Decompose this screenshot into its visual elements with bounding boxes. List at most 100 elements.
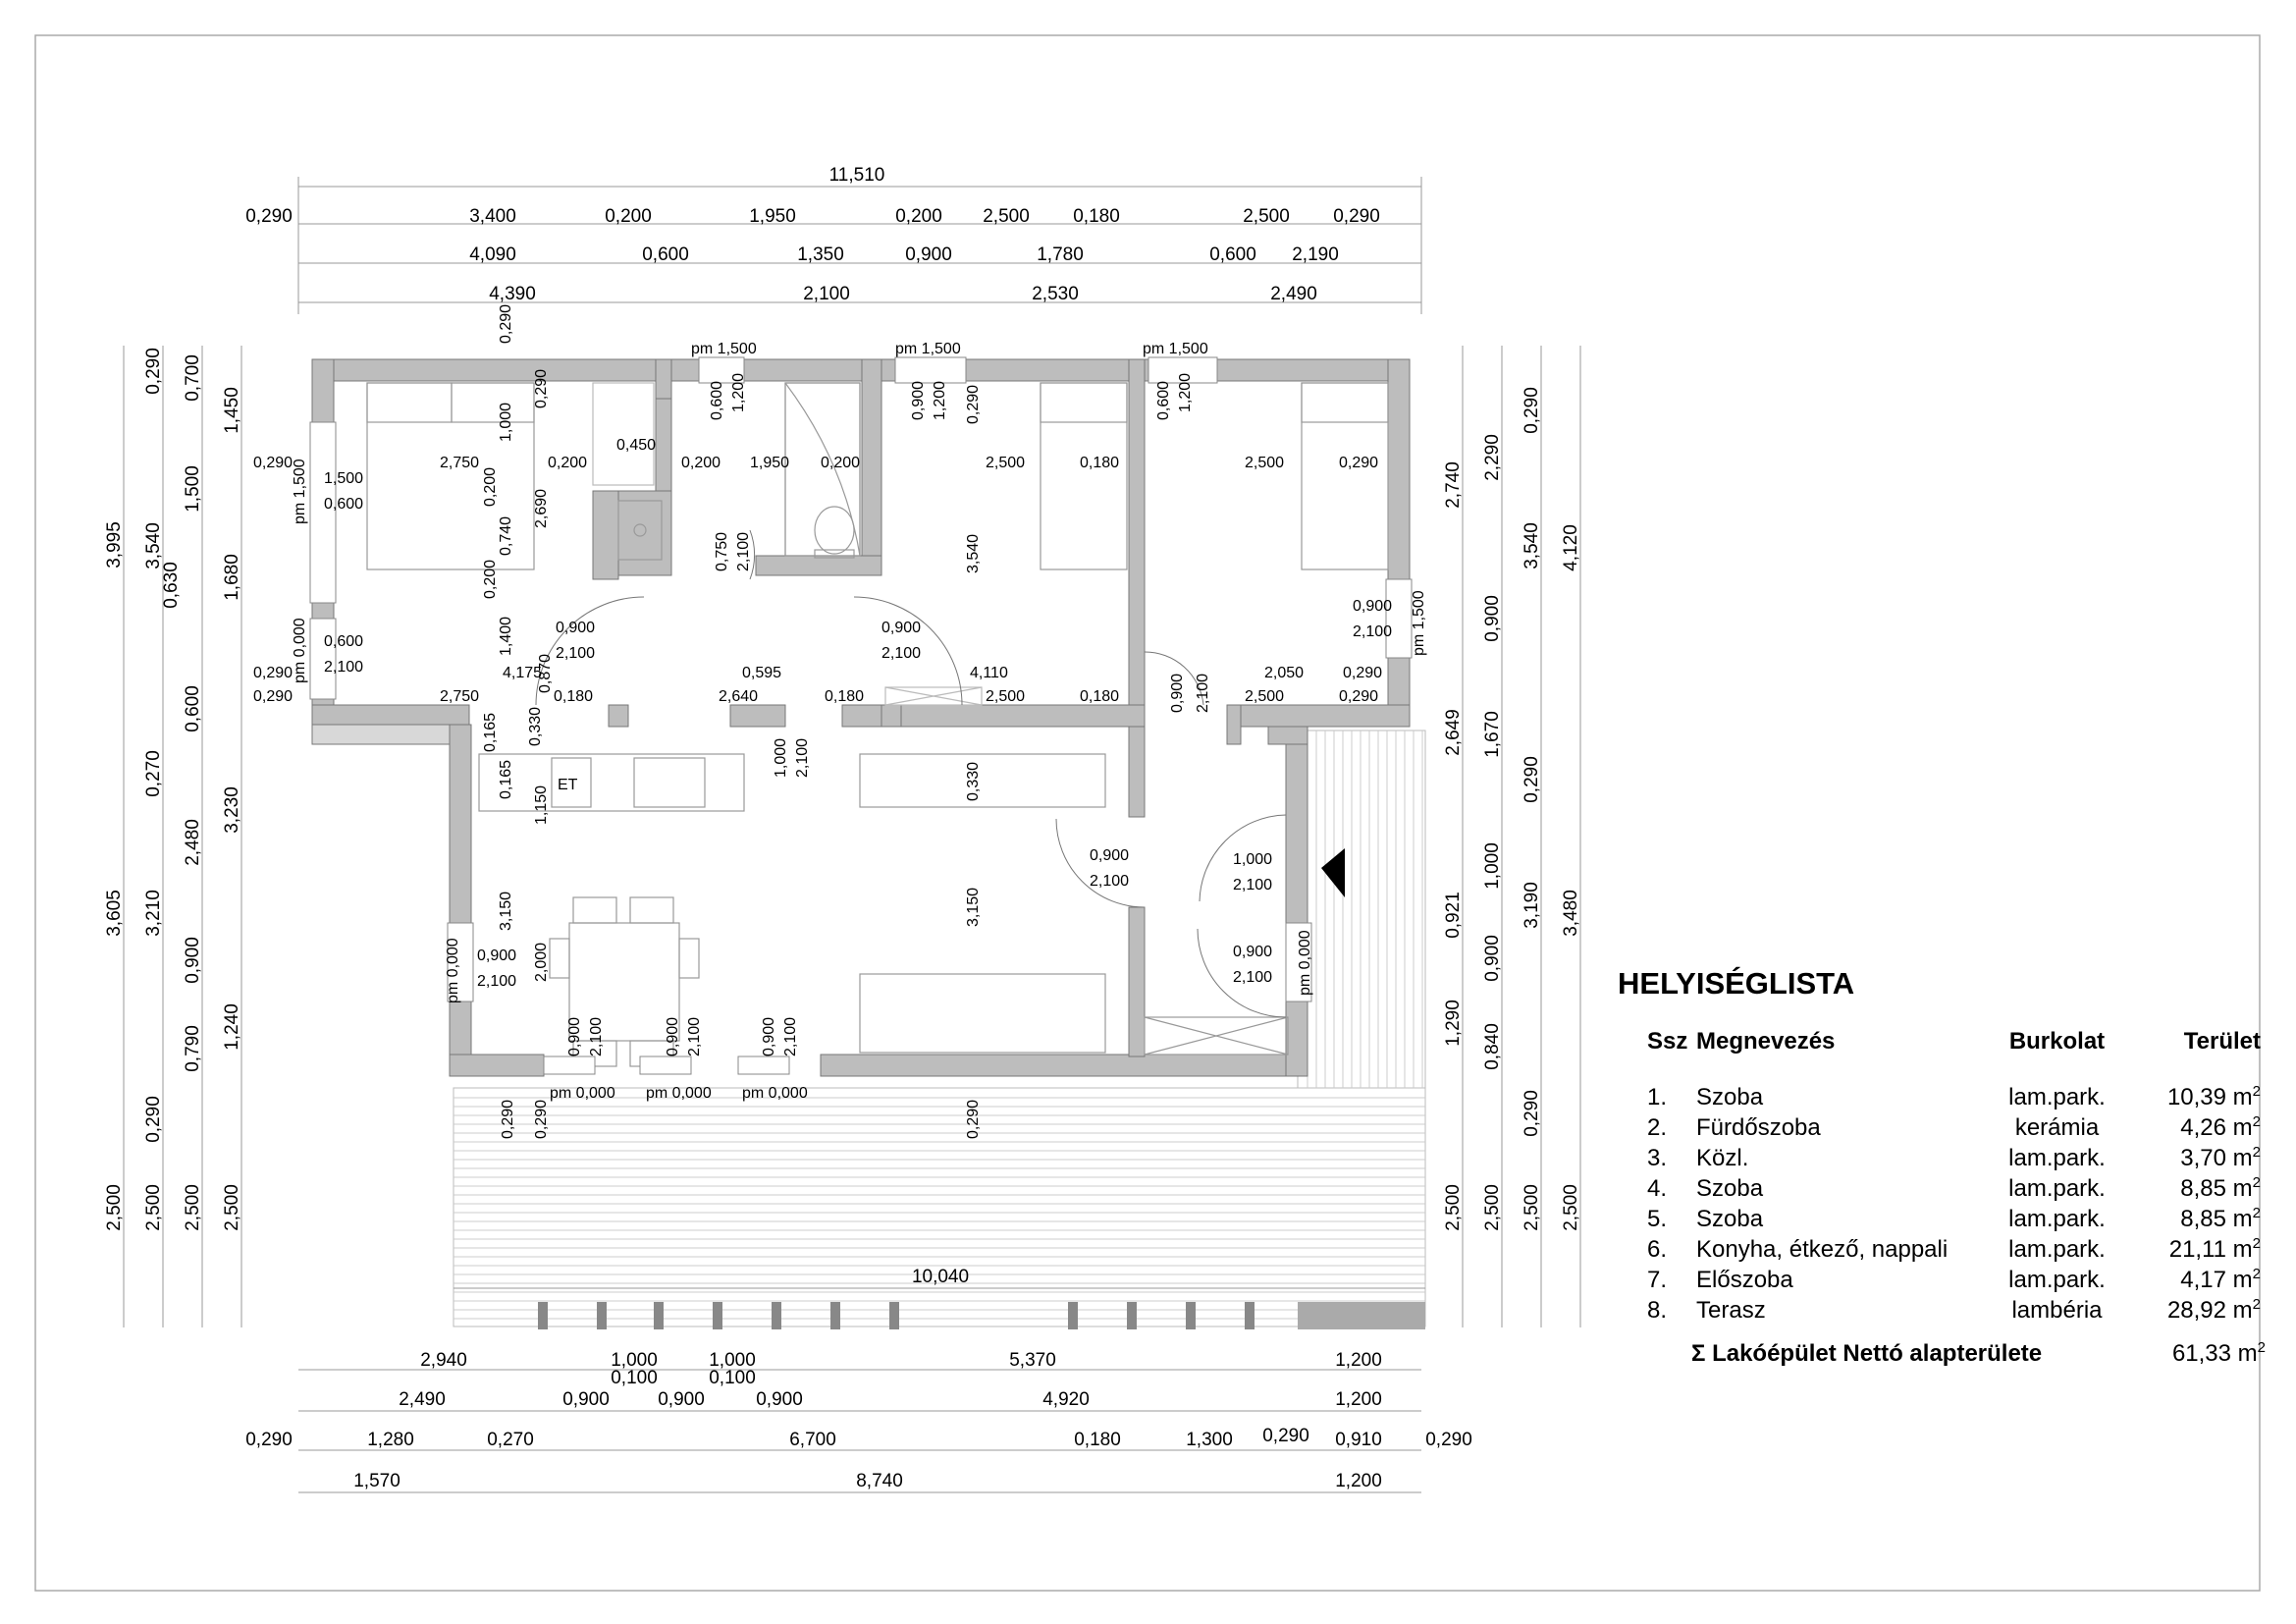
dim-top-r2: 0,600	[1209, 244, 1256, 265]
door-width: 0,900	[1233, 944, 1272, 960]
dim-right-c1: 2,649	[1443, 709, 1464, 756]
door-height: 2,100	[881, 645, 921, 662]
dim-bottom-r4: 1,570	[353, 1471, 400, 1491]
room-floor: lambéria	[2011, 1296, 2103, 1324]
room-no: 6.	[1647, 1235, 1668, 1263]
door-height: 2,100	[1195, 674, 1211, 713]
dim-left-c2: 0,270	[143, 750, 164, 797]
dim-left-c4: 2,500	[222, 1184, 242, 1231]
inner-dim: 0,290	[1339, 688, 1378, 705]
room-floor: lam.park.	[2008, 1266, 2106, 1293]
room-area: 8,85 m2	[2180, 1205, 2261, 1232]
inner-dim: 1,000	[498, 403, 514, 442]
dim-top-r1: 0,200	[895, 206, 942, 227]
dim-overall-width: 11,510	[829, 165, 885, 186]
dim-top-r1: 0,290	[245, 206, 293, 227]
bed	[1301, 382, 1389, 570]
dim-right-c2: 1,670	[1482, 711, 1503, 758]
dim-left-c2: 0,290	[143, 1096, 164, 1143]
door-height: 2,100	[1233, 969, 1272, 986]
dim-top-r1: 2,500	[1243, 206, 1290, 227]
dim-right-c4: 2,500	[1561, 1184, 1581, 1231]
door-height: 2,100	[1090, 873, 1129, 890]
inner-dim: 0,290	[533, 1100, 550, 1139]
dim-left-c4: 3,230	[222, 786, 242, 834]
door-width: 0,900	[556, 620, 595, 636]
dim-right-c4: 4,120	[1561, 524, 1581, 571]
pm-label: pm 1,500	[292, 459, 308, 524]
dim-bottom-r3: 0,290	[1425, 1430, 1472, 1450]
inner-dim: 0,290	[500, 1100, 516, 1139]
dim-bottom-r1: 1,200	[1335, 1350, 1382, 1371]
right-dimensions: 2,740 2,649 0,921 1,290 2,500 2,290 0,90…	[1443, 387, 1581, 1231]
inner-dim: 0,330	[527, 707, 544, 746]
dim-left-c2: 0,290	[143, 348, 164, 395]
dim-bottom-r3: 0,910	[1335, 1430, 1382, 1450]
dim-right-c3: 3,190	[1522, 882, 1542, 929]
dim-left-c3: 0,900	[183, 937, 203, 984]
inner-dim: 2,100	[735, 532, 752, 571]
room-area: 3,70 m2	[2180, 1144, 2261, 1171]
room-list-title: HELYISÉGLISTA	[1618, 966, 1855, 1001]
dim-bottom-r1: 1,000	[709, 1350, 756, 1371]
dim-left-c4: 1,450	[222, 387, 242, 434]
dim-left-c3: 0,630	[161, 562, 182, 609]
dim-bottom-r3: 0,290	[1262, 1426, 1309, 1446]
door-width: 0,900	[566, 1017, 583, 1056]
inner-dim: 0,290	[498, 304, 514, 344]
inner-dim: 0,290	[1343, 665, 1382, 681]
room-area: 4,17 m2	[2180, 1266, 2261, 1293]
inner-dim: 1,000	[773, 738, 789, 778]
dim-left-c1: 2,500	[104, 1184, 125, 1231]
dim-right-c1: 1,290	[1443, 1000, 1464, 1047]
pm-label: pm 1,500	[1411, 590, 1427, 656]
door-width: 0,900	[665, 1017, 681, 1056]
room-floor: lam.park.	[2008, 1174, 2106, 1202]
dim-right-c3: 3,540	[1522, 522, 1542, 569]
pm-label: pm 0,000	[742, 1085, 808, 1102]
door-swings	[535, 529, 1287, 1018]
inner-dim: 0,290	[965, 1100, 982, 1139]
header-floor: Burkolat	[2008, 1028, 2106, 1055]
room-list-header: Ssz Megnevezés Burkolat Terület	[1618, 1025, 2266, 1058]
inner-dim: 0,290	[253, 688, 293, 705]
inner-dim: 0,600	[324, 496, 363, 513]
room-floor: lam.park.	[2008, 1144, 2106, 1171]
room-area: 10,39 m2	[2166, 1083, 2261, 1110]
door-height: 2,100	[477, 973, 516, 990]
dim-top-r1: 1,950	[749, 206, 796, 227]
inner-dim: 0,180	[554, 688, 593, 705]
dim-top-r2: 2,190	[1292, 244, 1339, 265]
dim-left-c2: 3,210	[143, 890, 164, 937]
dim-bottom-r2: 0,900	[756, 1389, 803, 1410]
dim-bottom-r3: 1,280	[367, 1430, 414, 1450]
dim-left-c2: 2,500	[143, 1184, 164, 1231]
dim-right-c4: 3,480	[1561, 890, 1581, 937]
dim-top-r2: 4,090	[469, 244, 516, 265]
inner-dim: 0,180	[825, 688, 864, 705]
dim-left-c3: 0,600	[183, 685, 203, 732]
door-height: 2,100	[588, 1017, 605, 1056]
window-height: 1,200	[730, 373, 747, 412]
inner-dim: 0,180	[1080, 688, 1119, 705]
door-height: 2,100	[1353, 623, 1392, 640]
bottom-dimensions: 2,940 1,000 1,000 5,370 1,200 0,100 0,10…	[245, 1350, 1472, 1491]
inner-dim: 1,500	[324, 470, 363, 487]
header-area: Terület	[2183, 1028, 2261, 1055]
plan-labels: pm 1,500 pm 1,500 pm 1,500 0,600 1,200 0…	[253, 304, 1427, 1139]
window-height: 1,200	[932, 381, 948, 420]
room-name: Fürdőszoba	[1696, 1113, 1821, 1141]
dim-left-c2: 3,540	[143, 522, 164, 569]
dim-top-r2: 0,600	[642, 244, 689, 265]
room-area: 4,26 m2	[2180, 1113, 2261, 1141]
dim-top-r1: 0,180	[1073, 206, 1120, 227]
dim-bottom-r2: 4,920	[1042, 1389, 1090, 1410]
dim-bottom-r2: 0,900	[562, 1389, 610, 1410]
dim-top-r3: 2,490	[1270, 284, 1317, 304]
inner-dim: 0,200	[681, 455, 721, 471]
dim-left-c1: 3,605	[104, 890, 125, 937]
